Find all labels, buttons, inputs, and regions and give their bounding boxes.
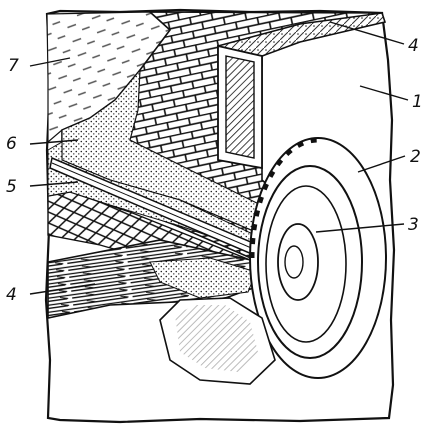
leader-6 bbox=[29, 139, 79, 145]
callout-4-bottom: 4 bbox=[6, 285, 17, 305]
callout-1: 1 bbox=[412, 92, 423, 112]
leader-7 bbox=[29, 57, 71, 67]
callout-7: 7 bbox=[8, 56, 19, 76]
leader-4-bottom bbox=[29, 283, 96, 295]
bottom-fill bbox=[149, 257, 257, 299]
callout-6: 6 bbox=[6, 134, 17, 154]
leader-2 bbox=[357, 155, 406, 173]
cylinder-stripes bbox=[249, 137, 319, 259]
leader-lines bbox=[29, 21, 409, 295]
callout-2: 2 bbox=[410, 147, 421, 167]
callout-5: 5 bbox=[6, 177, 17, 197]
base-collar-shade bbox=[175, 305, 258, 372]
leader-5 bbox=[29, 181, 79, 187]
leader-3 bbox=[315, 223, 405, 233]
callout-4-top: 4 bbox=[408, 36, 419, 56]
flange-hole bbox=[284, 245, 304, 279]
leader-4-top bbox=[329, 21, 405, 45]
callout-3: 3 bbox=[408, 215, 419, 235]
leader-1 bbox=[359, 85, 409, 101]
column-core bbox=[225, 55, 255, 159]
